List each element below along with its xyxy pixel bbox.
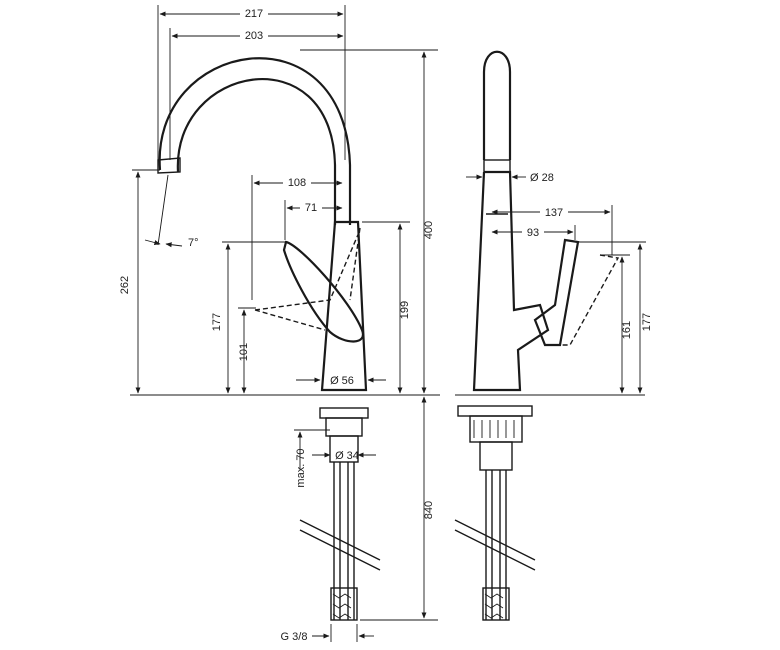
dim-203-label: 203 — [245, 30, 263, 42]
dim-400-label: 400 — [423, 221, 435, 239]
lever-side — [533, 238, 580, 347]
spout-inner — [176, 78, 337, 225]
spout-tip — [157, 157, 181, 174]
dim-199-label: 199 — [399, 301, 411, 319]
dim-840-label: 840 — [423, 501, 435, 519]
side-view: Ø 28 137 93 161 177 — [454, 50, 653, 621]
threaded-shank — [329, 435, 359, 463]
dim-177-left-label: 177 — [211, 313, 223, 331]
dim-max70-label: max. 70 — [295, 448, 307, 487]
mounting-plate — [319, 407, 369, 419]
faucet-body-side — [472, 170, 550, 392]
dim-161-label: 161 — [621, 321, 633, 339]
break-symbol — [299, 519, 381, 571]
faucet-body — [320, 220, 368, 392]
hose-connector-side — [482, 587, 510, 621]
front-view: 217 203 400 262 7° 108 71 177 — [119, 5, 440, 643]
dim-71-label: 71 — [305, 202, 317, 214]
dim-177-right-label: 177 — [641, 313, 653, 331]
dim-28-label: Ø 28 — [530, 172, 554, 184]
lever-alt-edge — [349, 227, 361, 301]
dim-56-label: Ø 56 — [330, 375, 354, 387]
dim-101-label: 101 — [238, 343, 250, 361]
spout-outer — [158, 57, 352, 225]
dim-137-label: 137 — [545, 207, 563, 219]
spout-tube-side — [482, 50, 512, 160]
lever-side-alt — [558, 254, 620, 346]
dim-g38-label: G 3/8 — [281, 631, 308, 643]
hose-connector — [330, 587, 358, 621]
shank-side — [479, 441, 513, 471]
break-symbol-side — [454, 519, 536, 571]
lever-handle — [282, 240, 365, 343]
dim-217-label: 217 — [245, 8, 263, 20]
dim-34-label: Ø 34 — [335, 450, 359, 462]
lever-alt-position — [254, 229, 361, 331]
dim-262-label: 262 — [119, 276, 131, 294]
mounting-nut — [325, 417, 363, 437]
mounting-plate-side — [457, 405, 533, 417]
dim-93-label: 93 — [527, 227, 539, 239]
dim-angle-label: 7° — [188, 237, 199, 249]
dim-108-label: 108 — [288, 177, 306, 189]
